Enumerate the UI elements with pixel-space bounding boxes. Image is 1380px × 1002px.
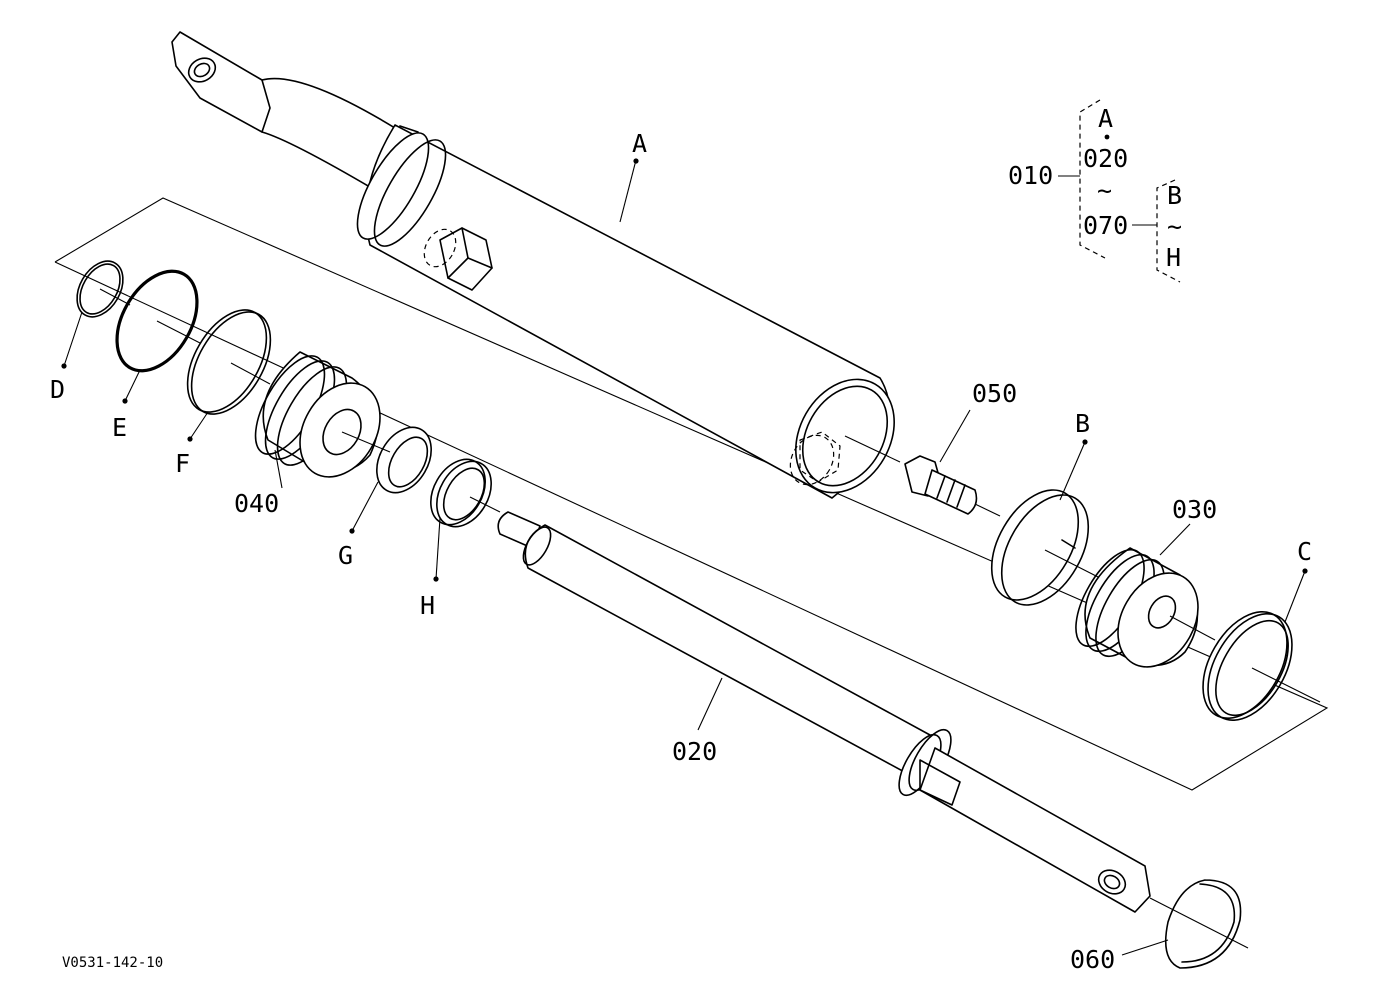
legend-range-from: 020 <box>1083 144 1128 173</box>
legend-kit-sep: ~ <box>1167 212 1182 241</box>
label-020: 020 <box>672 737 717 766</box>
label-030: 030 <box>1172 495 1217 524</box>
wear-ring-b <box>990 489 1090 606</box>
legend-kit-start: B <box>1167 181 1182 210</box>
piston-rod <box>497 511 1151 913</box>
rod-seal-h <box>430 458 492 528</box>
legend-kit-end: H <box>1166 243 1181 272</box>
legend-assembly: 010 <box>1008 161 1053 190</box>
seal-kit-outline <box>54 197 1329 791</box>
drawing-code: V0531-142-10 <box>62 955 163 971</box>
tube-port-fitting <box>423 227 493 291</box>
label-050: 050 <box>972 379 1017 408</box>
legend-range-to: 070 <box>1083 211 1128 240</box>
cylinder-tube <box>171 31 901 499</box>
label-e: E <box>112 413 127 442</box>
label-040: 040 <box>234 489 279 518</box>
label-d: D <box>50 375 65 404</box>
o-ring-d <box>76 260 124 318</box>
parts-legend: 010 A 020 ~ 070 B ~ H <box>1008 99 1182 283</box>
label-c: C <box>1297 537 1312 566</box>
legend-range-start: A <box>1098 104 1113 133</box>
bleed-fitting <box>904 455 978 515</box>
label-f: F <box>175 449 190 478</box>
tube-clevis <box>171 31 271 133</box>
clevis-hole <box>187 57 217 83</box>
tube-front-flange <box>356 132 430 240</box>
label-b: B <box>1075 409 1090 438</box>
piston <box>1075 547 1199 668</box>
rod-guide-gland <box>230 351 381 478</box>
legend-range-sep: ~ <box>1097 176 1112 205</box>
label-h: H <box>420 591 435 620</box>
snap-ring-060 <box>1164 879 1242 969</box>
label-a: A <box>632 129 647 158</box>
label-g: G <box>338 541 353 570</box>
label-060: 060 <box>1070 945 1115 974</box>
piston-seal-c <box>1202 611 1293 721</box>
